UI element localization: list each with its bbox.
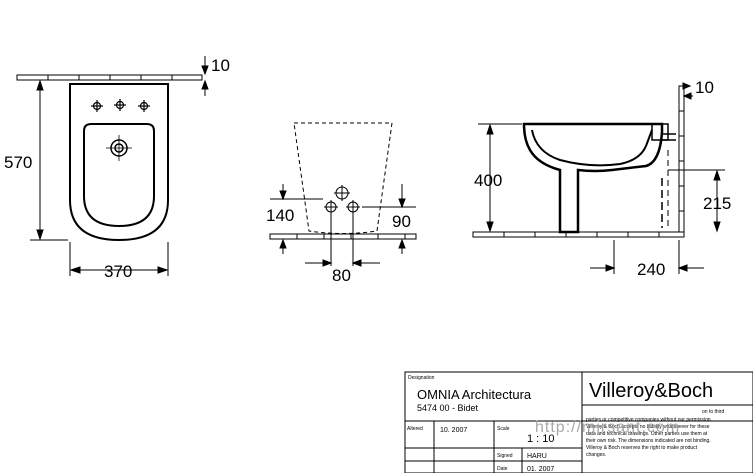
legal-notice: on to third parties or competitive compa…	[586, 409, 724, 458]
side-bowl-inner	[531, 129, 653, 167]
dim-line-400	[478, 123, 522, 233]
side-view	[472, 82, 725, 274]
dim-line-80	[305, 214, 380, 267]
front-bowl	[83, 123, 155, 228]
dim-line-240	[590, 240, 704, 274]
product-name: OMNIA Architectura	[417, 387, 532, 402]
side-dim-bottom: 240	[637, 260, 665, 279]
date-value: 01. 2007	[527, 466, 554, 473]
side-bidet-profile	[522, 122, 664, 234]
side-dim-right: 215	[703, 194, 731, 213]
rear-dim-left: 140	[266, 206, 294, 225]
rear-view	[269, 122, 417, 267]
designation-label: Designation	[408, 375, 435, 381]
notice-line: data and technical drawings. Other parti…	[586, 431, 708, 437]
side-pipe	[662, 133, 676, 141]
notice-line: on to third	[702, 409, 724, 415]
drain-icon	[106, 135, 132, 161]
altered-value: 10. 2007	[440, 427, 467, 434]
side-wall	[678, 85, 685, 233]
watermark-text: http://mirsant.com	[535, 419, 680, 436]
front-dim-height: 570	[4, 153, 32, 172]
notice-line: Villeroy & Boch reserves the right to ma…	[586, 445, 698, 451]
front-dim-top: 10	[211, 56, 230, 75]
dim-line-570	[30, 79, 68, 241]
rear-floor	[269, 233, 417, 240]
front-bidet-outline	[69, 83, 169, 242]
signed-label: Signed	[497, 453, 513, 459]
front-view	[16, 56, 209, 276]
front-wall-tiles	[16, 74, 203, 81]
front-dim-width: 370	[104, 262, 132, 281]
notice-line: Villeroy & Boch accepts no liability wha…	[586, 424, 710, 430]
side-dim-top: 10	[695, 78, 714, 97]
dim-line-370	[69, 242, 169, 276]
scale-label: Scale	[497, 426, 510, 432]
notice-line: changes.	[586, 452, 606, 458]
side-rim-detail	[651, 123, 669, 141]
signed-value: HARU	[527, 453, 547, 460]
dim-line-140	[270, 184, 323, 254]
product-code: 5474 00 - Bidet	[417, 403, 479, 413]
scale-value: 1 : 10	[527, 433, 555, 445]
dim-line-10-side	[682, 82, 693, 100]
altered-label: Altered	[407, 426, 423, 432]
date-label: Date	[497, 466, 508, 472]
brand-logo: Villeroy&Boch	[589, 380, 713, 402]
rear-dim-right: 90	[392, 212, 411, 231]
title-block	[404, 371, 753, 473]
tap-holes-icon	[91, 99, 150, 112]
rear-dim-bottom: 80	[332, 266, 351, 285]
notice-line: their own risk. The dimensions indicated…	[586, 438, 711, 444]
dim-line-90	[362, 184, 416, 254]
rear-body-outline	[293, 122, 393, 234]
dim-line-215	[668, 169, 725, 233]
side-dim-height: 400	[474, 171, 502, 190]
supply-holes-icon	[324, 185, 360, 214]
dim-line-10-front	[201, 56, 209, 96]
notice-line: parties or competitive companies without…	[586, 417, 712, 423]
